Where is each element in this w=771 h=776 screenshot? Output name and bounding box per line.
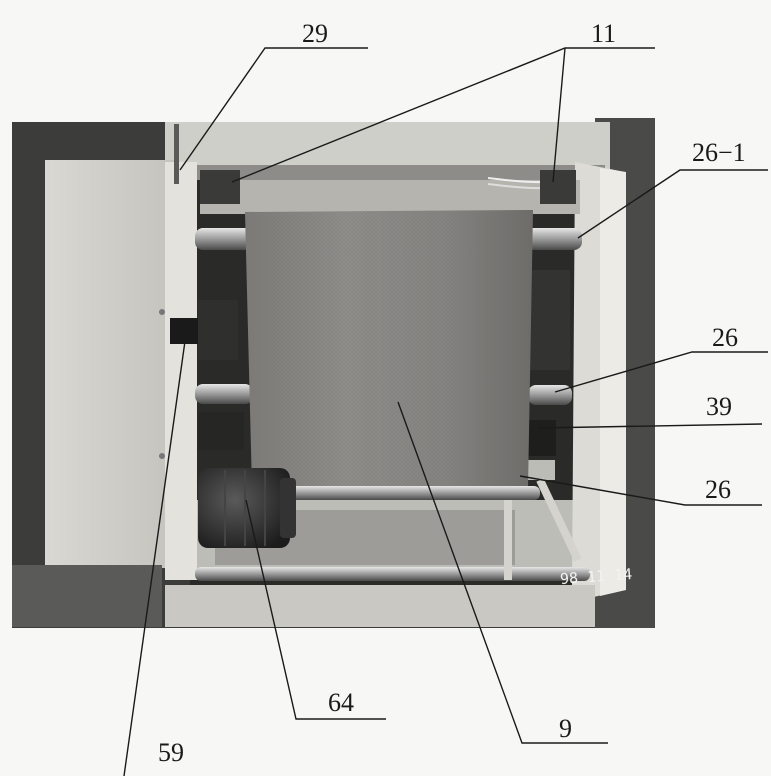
leader-line-26b — [519, 475, 762, 506]
callout-26-1: 26−1 — [692, 138, 746, 167]
leader-line-9 — [397, 401, 608, 744]
photo-date-stamp: 98 11 14 — [559, 565, 632, 588]
callout-39: 39 — [706, 392, 732, 421]
callout-11: 11 — [591, 19, 617, 48]
callout-29: 29 — [302, 19, 328, 48]
leader-line-26a — [554, 351, 768, 393]
callout-64: 64 — [328, 688, 354, 717]
leader-line-11b — [552, 47, 566, 183]
photograph: 98 11 14 — [12, 118, 655, 628]
callout-59: 59 — [158, 738, 184, 767]
callout-26-lower: 26 — [705, 475, 731, 504]
leader-line-39 — [537, 423, 763, 429]
leader-line-64 — [245, 499, 386, 720]
callout-9: 9 — [559, 714, 572, 743]
leader-line-29 — [179, 47, 368, 171]
leader-lines — [123, 47, 768, 776]
callout-26-upper: 26 — [712, 323, 738, 352]
leader-line-59 — [123, 333, 187, 776]
leader-line-26-1 — [577, 169, 768, 239]
